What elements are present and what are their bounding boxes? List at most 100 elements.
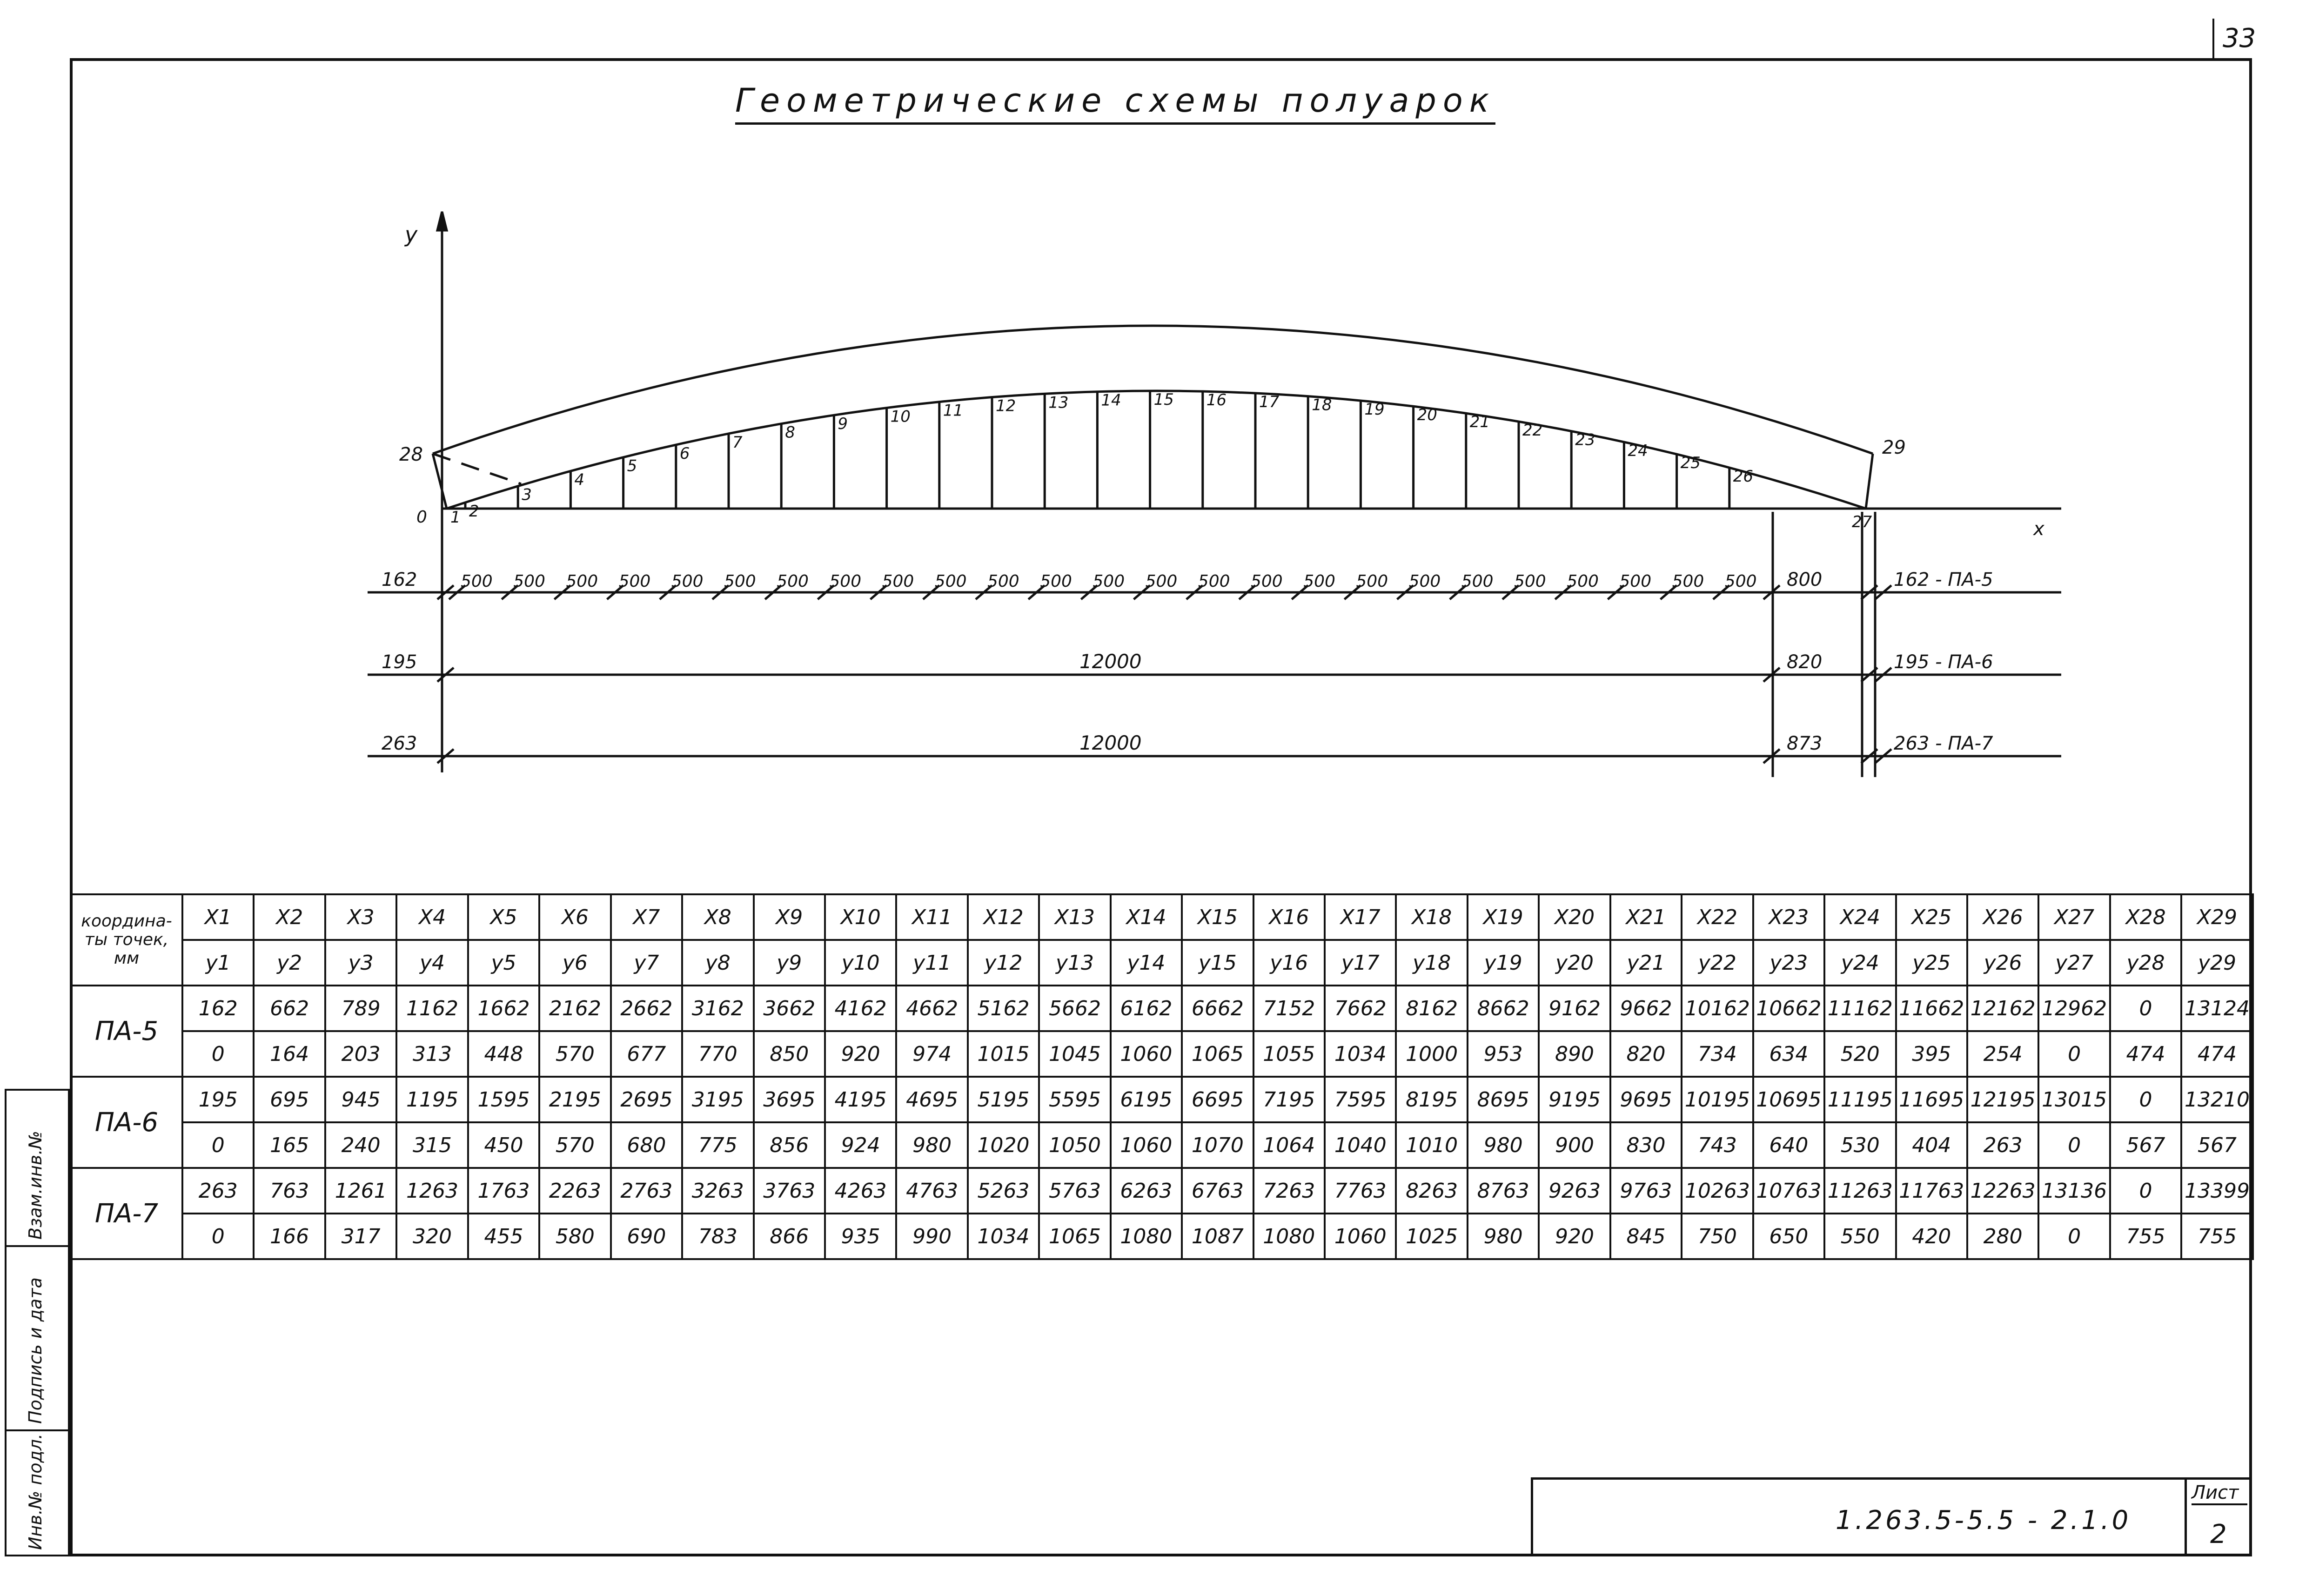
y-header: y15 <box>1181 939 1254 986</box>
point-label: 11 <box>943 402 963 420</box>
x-value: 4695 <box>895 1076 969 1123</box>
dimension-segment: 500 <box>882 572 914 591</box>
y-value: 770 <box>681 1030 755 1078</box>
y-value: 1025 <box>1395 1213 1468 1260</box>
corner-header-line: ты точек, <box>84 930 169 949</box>
dimension-segment: 500 <box>1251 572 1283 591</box>
y-header: y9 <box>752 939 826 986</box>
y-value: 953 <box>1466 1030 1540 1078</box>
dimension-left-value: 263 <box>382 733 417 754</box>
point-label: 24 <box>1628 442 1648 460</box>
y-value: 448 <box>467 1030 541 1078</box>
drawing-frame <box>70 58 2252 1556</box>
x-value: 7763 <box>1323 1167 1397 1214</box>
y-value: 924 <box>824 1121 898 1169</box>
y-value: 1034 <box>966 1213 1040 1260</box>
point-label: 15 <box>1154 390 1174 409</box>
x-value: 7263 <box>1252 1167 1326 1214</box>
row-label: ПА-7 <box>70 1167 183 1260</box>
x-value: 2263 <box>538 1167 612 1214</box>
y-header: y18 <box>1395 939 1468 986</box>
y-header: y23 <box>1752 939 1826 986</box>
dimension-segment: 500 <box>619 572 651 591</box>
point-label: 10 <box>891 408 911 426</box>
x-value: 3662 <box>752 985 826 1032</box>
x-value: 9263 <box>1538 1167 1611 1214</box>
y-value: 254 <box>1966 1030 2040 1078</box>
dimension-segment: 500 <box>1146 572 1178 591</box>
x-header: X5 <box>467 893 541 941</box>
margin-cell-replacement: Взам.инв.№ <box>5 1089 70 1247</box>
x-value: 5662 <box>1038 985 1112 1032</box>
dimension-segment: 500 <box>829 572 861 591</box>
dimension-segment: 500 <box>1409 572 1441 591</box>
x-value: 9662 <box>1609 985 1683 1032</box>
x-header: X20 <box>1538 893 1611 941</box>
y-value: 775 <box>681 1121 755 1169</box>
dimension-tick <box>436 667 455 683</box>
x-value: 662 <box>253 985 326 1032</box>
y-header: y10 <box>824 939 898 986</box>
margin-strip: Взам.инв.№ Подпись и дата Инв.№ подл. <box>5 1089 70 1556</box>
y-value: 567 <box>2109 1121 2183 1169</box>
dimension-tick <box>659 584 677 600</box>
x-value: 7662 <box>1323 985 1397 1032</box>
y-header: y20 <box>1538 939 1611 986</box>
x-header: X23 <box>1752 893 1826 941</box>
dimension-tick <box>1186 584 1204 600</box>
x-header: X16 <box>1252 893 1326 941</box>
y-value: 395 <box>1895 1030 1968 1078</box>
x-header: X2 <box>253 893 326 941</box>
sheet-number: 2 <box>2210 1519 2227 1549</box>
x-value: 6162 <box>1109 985 1183 1032</box>
x-value: 9162 <box>1538 985 1611 1032</box>
dimension-segment: 500 <box>461 572 493 591</box>
x-value: 9763 <box>1609 1167 1683 1214</box>
x-value: 13210 <box>2180 1076 2254 1123</box>
y-value: 1015 <box>966 1030 1040 1078</box>
x-value: 195 <box>181 1076 255 1123</box>
y-value: 166 <box>253 1213 326 1260</box>
dimension-segment: 500 <box>671 572 704 591</box>
y-value: 980 <box>895 1121 969 1169</box>
y-header: y1 <box>181 939 255 986</box>
x-value: 3263 <box>681 1167 755 1214</box>
y-value: 1087 <box>1181 1213 1254 1260</box>
x-value: 1263 <box>395 1167 469 1214</box>
point-label: 19 <box>1364 400 1384 419</box>
y-header: y24 <box>1823 939 1897 986</box>
x-value: 7152 <box>1252 985 1326 1032</box>
x-value: 10695 <box>1752 1076 1826 1123</box>
dimension-segment: 500 <box>1093 572 1125 591</box>
document-code: 1.263.5-5.5 - 2.1.0 <box>1836 1505 2131 1536</box>
point-label: 2 <box>469 502 479 521</box>
dimension-row-label: 263 - ПА-7 <box>1894 733 1993 754</box>
x-header: X29 <box>2180 893 2254 941</box>
y-header: y6 <box>538 939 612 986</box>
x-value: 4662 <box>895 985 969 1032</box>
point-label: 18 <box>1312 396 1332 415</box>
dimension-tick <box>436 584 455 600</box>
corner-header-line: координа- <box>81 912 172 931</box>
dimension-tick <box>448 584 466 600</box>
x-value: 2763 <box>610 1167 684 1214</box>
x-value: 0 <box>2109 985 2183 1032</box>
row-label: ПА-5 <box>70 985 183 1078</box>
point-label: 17 <box>1259 393 1280 411</box>
x-value: 10195 <box>1681 1076 1754 1123</box>
x-value: 11195 <box>1823 1076 1897 1123</box>
y-value: 845 <box>1609 1213 1683 1260</box>
x-value: 263 <box>181 1167 255 1214</box>
dimension-segment: 500 <box>777 572 809 591</box>
dimension-tick <box>1343 584 1362 600</box>
dimension-tick <box>1080 584 1099 600</box>
x-value: 1595 <box>467 1076 541 1123</box>
row-label: ПА-6 <box>70 1076 183 1169</box>
x-value: 1261 <box>324 1167 398 1214</box>
y-header: y16 <box>1252 939 1326 986</box>
dimension-tick <box>1133 584 1151 600</box>
